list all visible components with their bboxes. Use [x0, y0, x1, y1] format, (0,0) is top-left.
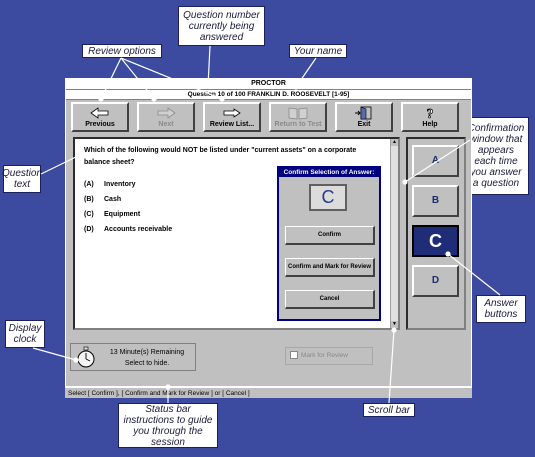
answer-button-c[interactable]: C — [412, 225, 459, 257]
previous-button[interactable]: Previous — [71, 102, 129, 132]
answer-button-b[interactable]: B — [412, 185, 459, 217]
option-b: (B) Cash — [84, 196, 121, 203]
return-to-test-button[interactable]: Return to Test — [269, 102, 327, 132]
option-key: (A) — [84, 181, 94, 188]
confirm-button[interactable]: Confirm — [285, 226, 375, 245]
pointing-hand-icon — [223, 108, 241, 118]
hide-clock-hint: Select to hide. — [124, 360, 170, 367]
time-remaining: 13 Minute(s) Remaining — [109, 349, 185, 356]
question-text: Which of the following would NOT be list… — [84, 147, 357, 166]
next-button[interactable]: Next — [137, 102, 195, 132]
help-label: Help — [422, 121, 438, 128]
confirm-dialog: Confirm Selection of Answer: C Confirm C… — [277, 166, 381, 321]
cancel-button[interactable]: Cancel — [285, 290, 375, 309]
previous-label: Previous — [85, 121, 115, 128]
exit-door-icon — [355, 106, 372, 120]
review-list-button[interactable]: Review List... — [203, 102, 261, 132]
option-key: (C) — [84, 211, 94, 218]
exit-label: Exit — [357, 121, 371, 128]
confirm-mark-button[interactable]: Confirm and Mark for Review — [285, 258, 375, 277]
callout-question-text: Question text — [2, 165, 42, 193]
answer-button-a[interactable]: A — [412, 145, 459, 177]
option-key: (D) — [84, 226, 94, 233]
return-to-test-label: Return to Test — [274, 121, 322, 128]
callout-status-bar: Status bar instructions to guide you thr… — [118, 403, 218, 448]
question-info: Question 10 of 100 FRANKLIN D. ROOSEVELT… — [66, 90, 471, 100]
mark-for-review-checkbox[interactable]: Mark for Review — [285, 347, 373, 365]
callout-confirmation: Confirmation window that appears each ti… — [463, 117, 529, 195]
option-a: (A) Inventory — [84, 181, 136, 188]
question-panel: Which of the following would NOT be list… — [73, 137, 400, 330]
callout-display-clock: Display clock — [5, 320, 45, 348]
callout-answer-buttons: Answer buttons — [476, 295, 526, 323]
scroll-down-icon[interactable]: ▼ — [391, 321, 398, 328]
callout-scroll-bar: Scroll bar — [363, 403, 415, 417]
next-label: Next — [158, 121, 174, 128]
option-text: Inventory — [104, 181, 136, 188]
callout-your-name: Your name — [289, 44, 347, 58]
option-text: Equipment — [104, 211, 141, 218]
scroll-up-icon[interactable]: ▲ — [391, 139, 398, 146]
dialog-title: Confirm Selection of Answer: — [279, 168, 379, 177]
callout-review-options: Review options — [82, 44, 162, 58]
callout-question-number: Question number currently being answered — [178, 6, 265, 46]
option-text: Accounts receivable — [104, 226, 173, 233]
review-list-label: Review List... — [209, 121, 255, 128]
answer-panel: A B C D — [406, 137, 466, 330]
window-title: PROCTOR — [66, 79, 471, 90]
book-icon — [288, 107, 308, 120]
status-bar: Select [ Confirm ], [ Confirm and Mark f… — [65, 387, 472, 398]
svg-text:?: ? — [427, 107, 434, 120]
proctor-window: PROCTOR Question 10 of 100 FRANKLIN D. R… — [65, 78, 472, 387]
help-button[interactable]: ? Help — [401, 102, 459, 132]
clock-area[interactable]: 13 Minute(s) Remaining Select to hide. — [70, 343, 196, 371]
option-key: (B) — [84, 196, 94, 203]
option-d: (D) Accounts receivable — [84, 226, 172, 233]
answer-button-d[interactable]: D — [412, 265, 459, 297]
scroll-bar[interactable]: ▲ ▼ — [390, 139, 398, 328]
clock-text: 13 Minute(s) Remaining Select to hide. — [101, 347, 193, 369]
mark-for-review-label: Mark for Review — [301, 352, 348, 359]
stopwatch-icon — [77, 346, 95, 368]
exit-button[interactable]: Exit — [335, 102, 393, 132]
checkbox-icon — [290, 351, 298, 360]
selected-answer-display: C — [309, 184, 347, 211]
option-text: Cash — [104, 196, 122, 203]
help-question-icon: ? — [426, 107, 434, 120]
next-icon — [157, 107, 176, 119]
option-c: (C) Equipment — [84, 211, 140, 218]
previous-icon — [90, 107, 109, 119]
